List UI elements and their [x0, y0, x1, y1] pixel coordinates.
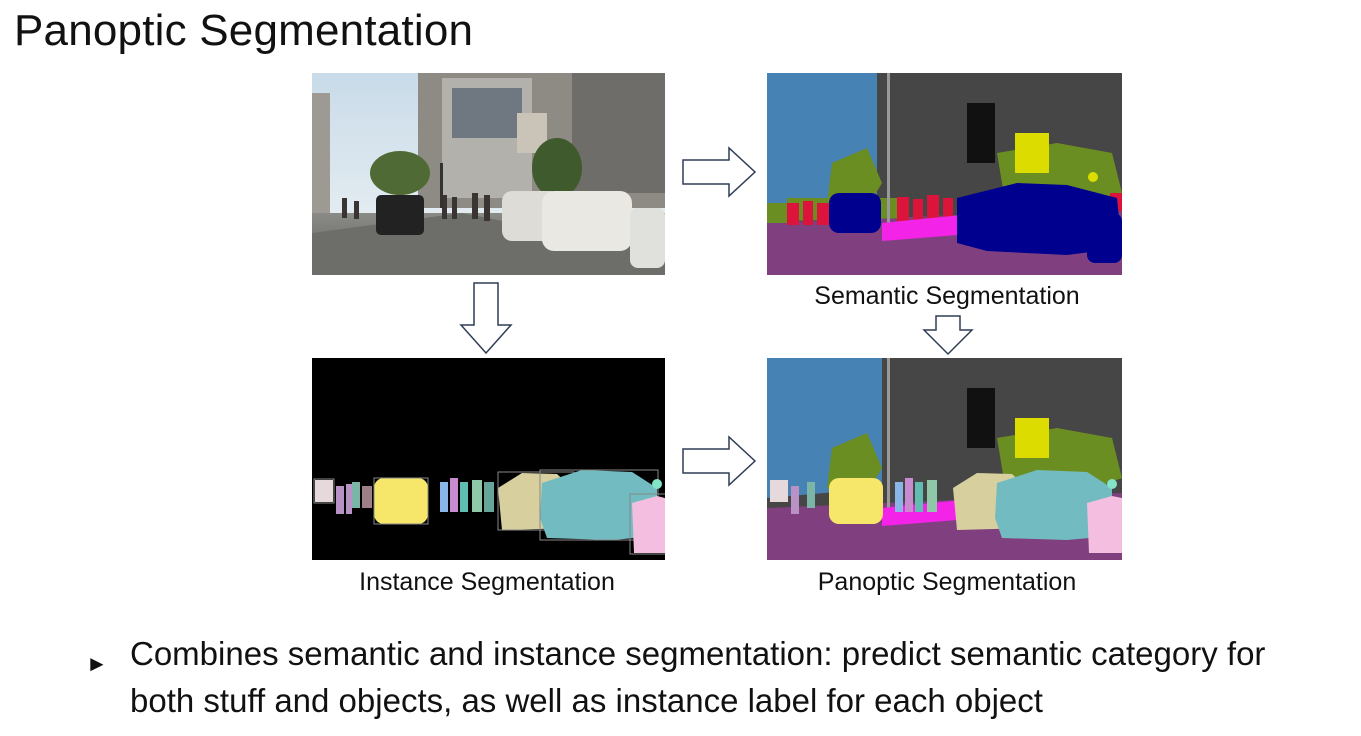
- right-arrow-icon: [681, 435, 757, 487]
- panoptic-segmentation-image: [767, 358, 1122, 560]
- caption-instance: Instance Segmentation: [359, 568, 615, 596]
- bullet-line-1: Combines semantic and instance segmentat…: [130, 635, 1266, 672]
- caption-panoptic: Panoptic Segmentation: [817, 568, 1077, 596]
- bullet-line-2: both stuff and objects, as well as insta…: [130, 682, 1043, 719]
- down-arrow-icon: [459, 281, 513, 355]
- instance-segmentation-image: [312, 358, 665, 560]
- down-arrow-icon: [922, 314, 974, 356]
- caption-semantic: Semantic Segmentation: [814, 282, 1080, 310]
- semantic-segmentation-image: [767, 73, 1122, 275]
- input-street-photo: [312, 73, 665, 275]
- bullet-text: Combines semantic and instance segmentat…: [130, 630, 1350, 724]
- bullet-marker-icon: ►: [86, 651, 108, 676]
- slide-title: Panoptic Segmentation: [14, 6, 474, 55]
- right-arrow-icon: [681, 146, 757, 198]
